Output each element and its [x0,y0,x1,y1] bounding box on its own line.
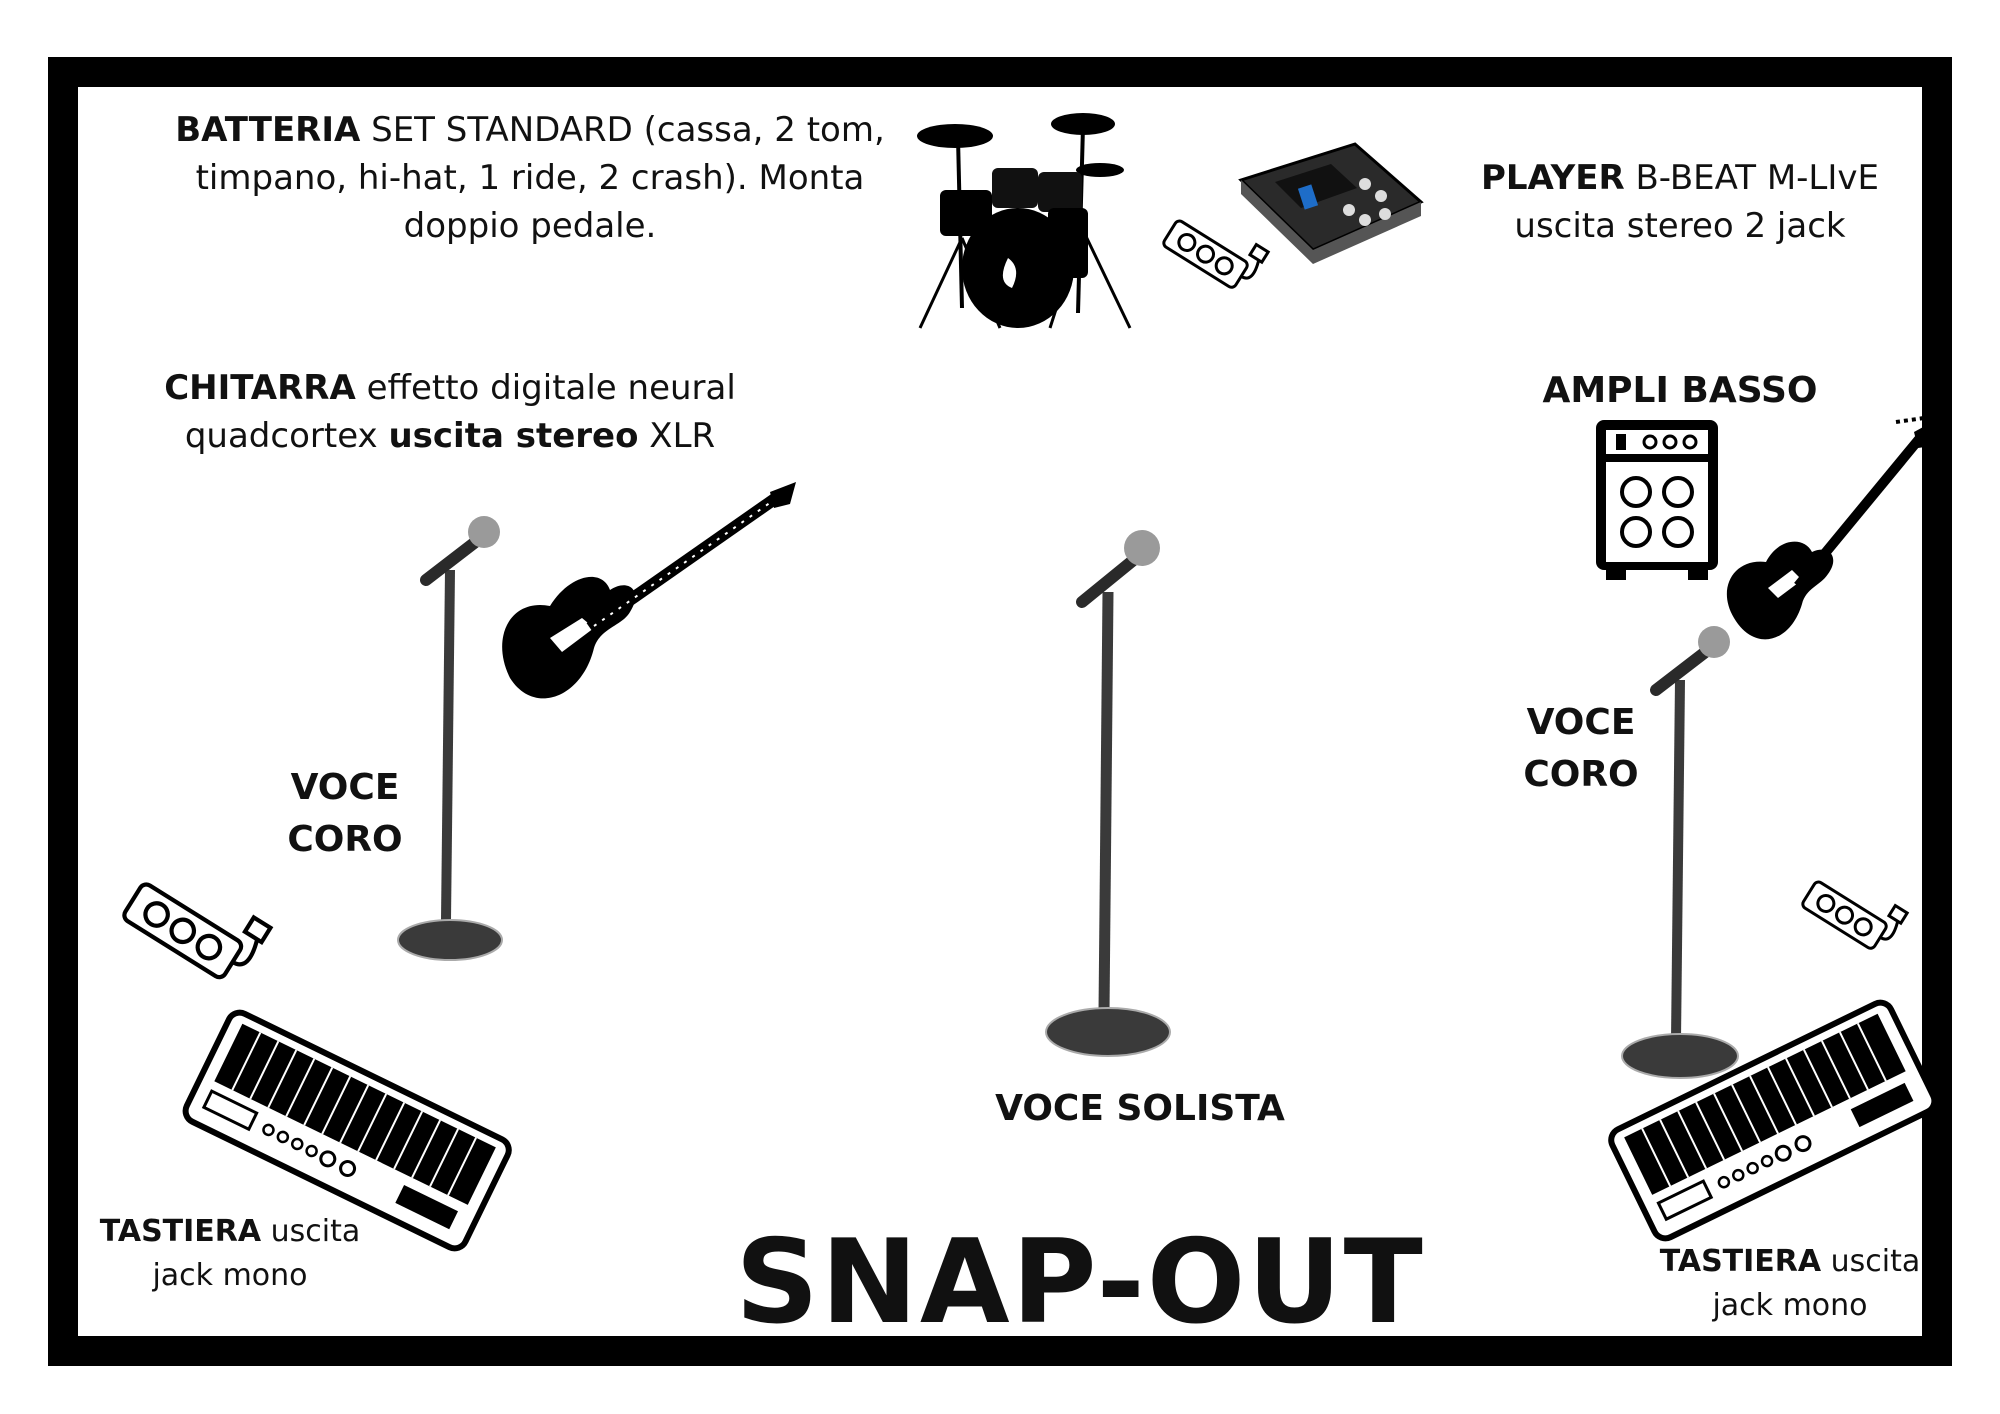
mic-stand-right-icon [1621,626,1739,1079]
left-vocal-label: VOCE CORO [250,762,440,866]
bass-amp-icon [1596,420,1718,580]
keyboard-left-name: TASTIERA [99,1214,262,1249]
drums-desc-3: doppio pedale. [403,206,657,246]
right-vocal-line1: VOCE [1526,702,1636,743]
keyboard-right-desc-2: jack mono [1712,1288,1868,1323]
drums-desc-1: SET STANDARD (cassa, 2 tom, [360,110,885,150]
electric-guitar-icon [502,482,796,699]
drum-kit-icon [917,113,1132,329]
player-device-icon [1238,142,1424,264]
guitar-name: CHITARRA [164,368,356,408]
left-vocal-line2: CORO [287,819,403,860]
keyboard-right-desc-1: uscita [1821,1244,1921,1279]
right-vocal-label: VOCE CORO [1486,697,1676,801]
keyboard-right-label: TASTIERA uscita jack mono [1620,1240,1960,1328]
keyboard-left-label: TASTIERA uscita jack mono [60,1210,400,1298]
player-model: B-BEAT M-LIvE [1624,158,1880,198]
guitar-desc-2c: XLR [638,416,716,456]
mic-stand-left-icon [397,516,503,961]
bass-amp-label: AMPLI BASSO [1542,370,1818,411]
keyboard-left-icon [182,1009,512,1252]
keyboard-left-desc-2: jack mono [152,1258,308,1293]
guitar-desc-2b: uscita stereo [388,416,639,456]
bass-guitar-icon [1726,416,1936,640]
power-strip-right-icon [1801,880,1910,950]
player-desc: uscita stereo 2 jack [1514,206,1846,246]
right-vocal-line2: CORO [1523,754,1639,795]
guitar-desc-2a: quadcortex [184,416,389,456]
player-label: PLAYER B-BEAT M-LIvE uscita stereo 2 jac… [1450,154,1910,250]
keyboard-right-icon [1608,999,1938,1242]
keyboard-left-desc-1: uscita [261,1214,361,1249]
lead-vocal-label: VOCE SOLISTA [995,1088,1285,1129]
drums-label: BATTERIA SET STANDARD (cassa, 2 tom, tim… [150,106,910,250]
keyboard-right-name: TASTIERA [1659,1244,1822,1279]
drums-name: BATTERIA [175,110,361,150]
power-strip-icon [1162,219,1271,289]
left-vocal-line1: VOCE [290,767,400,808]
guitar-label: CHITARRA effetto digitale neural quadcor… [110,364,790,460]
guitar-desc-1: effetto digitale neural [355,368,736,408]
drums-desc-2: timpano, hi-hat, 1 ride, 2 crash). Monta [195,158,865,198]
player-name: PLAYER [1480,158,1625,198]
mic-stand-center-icon [1045,530,1171,1057]
band-title: SNAP-OUT [735,1215,1425,1350]
power-strip-left-icon [122,882,274,980]
